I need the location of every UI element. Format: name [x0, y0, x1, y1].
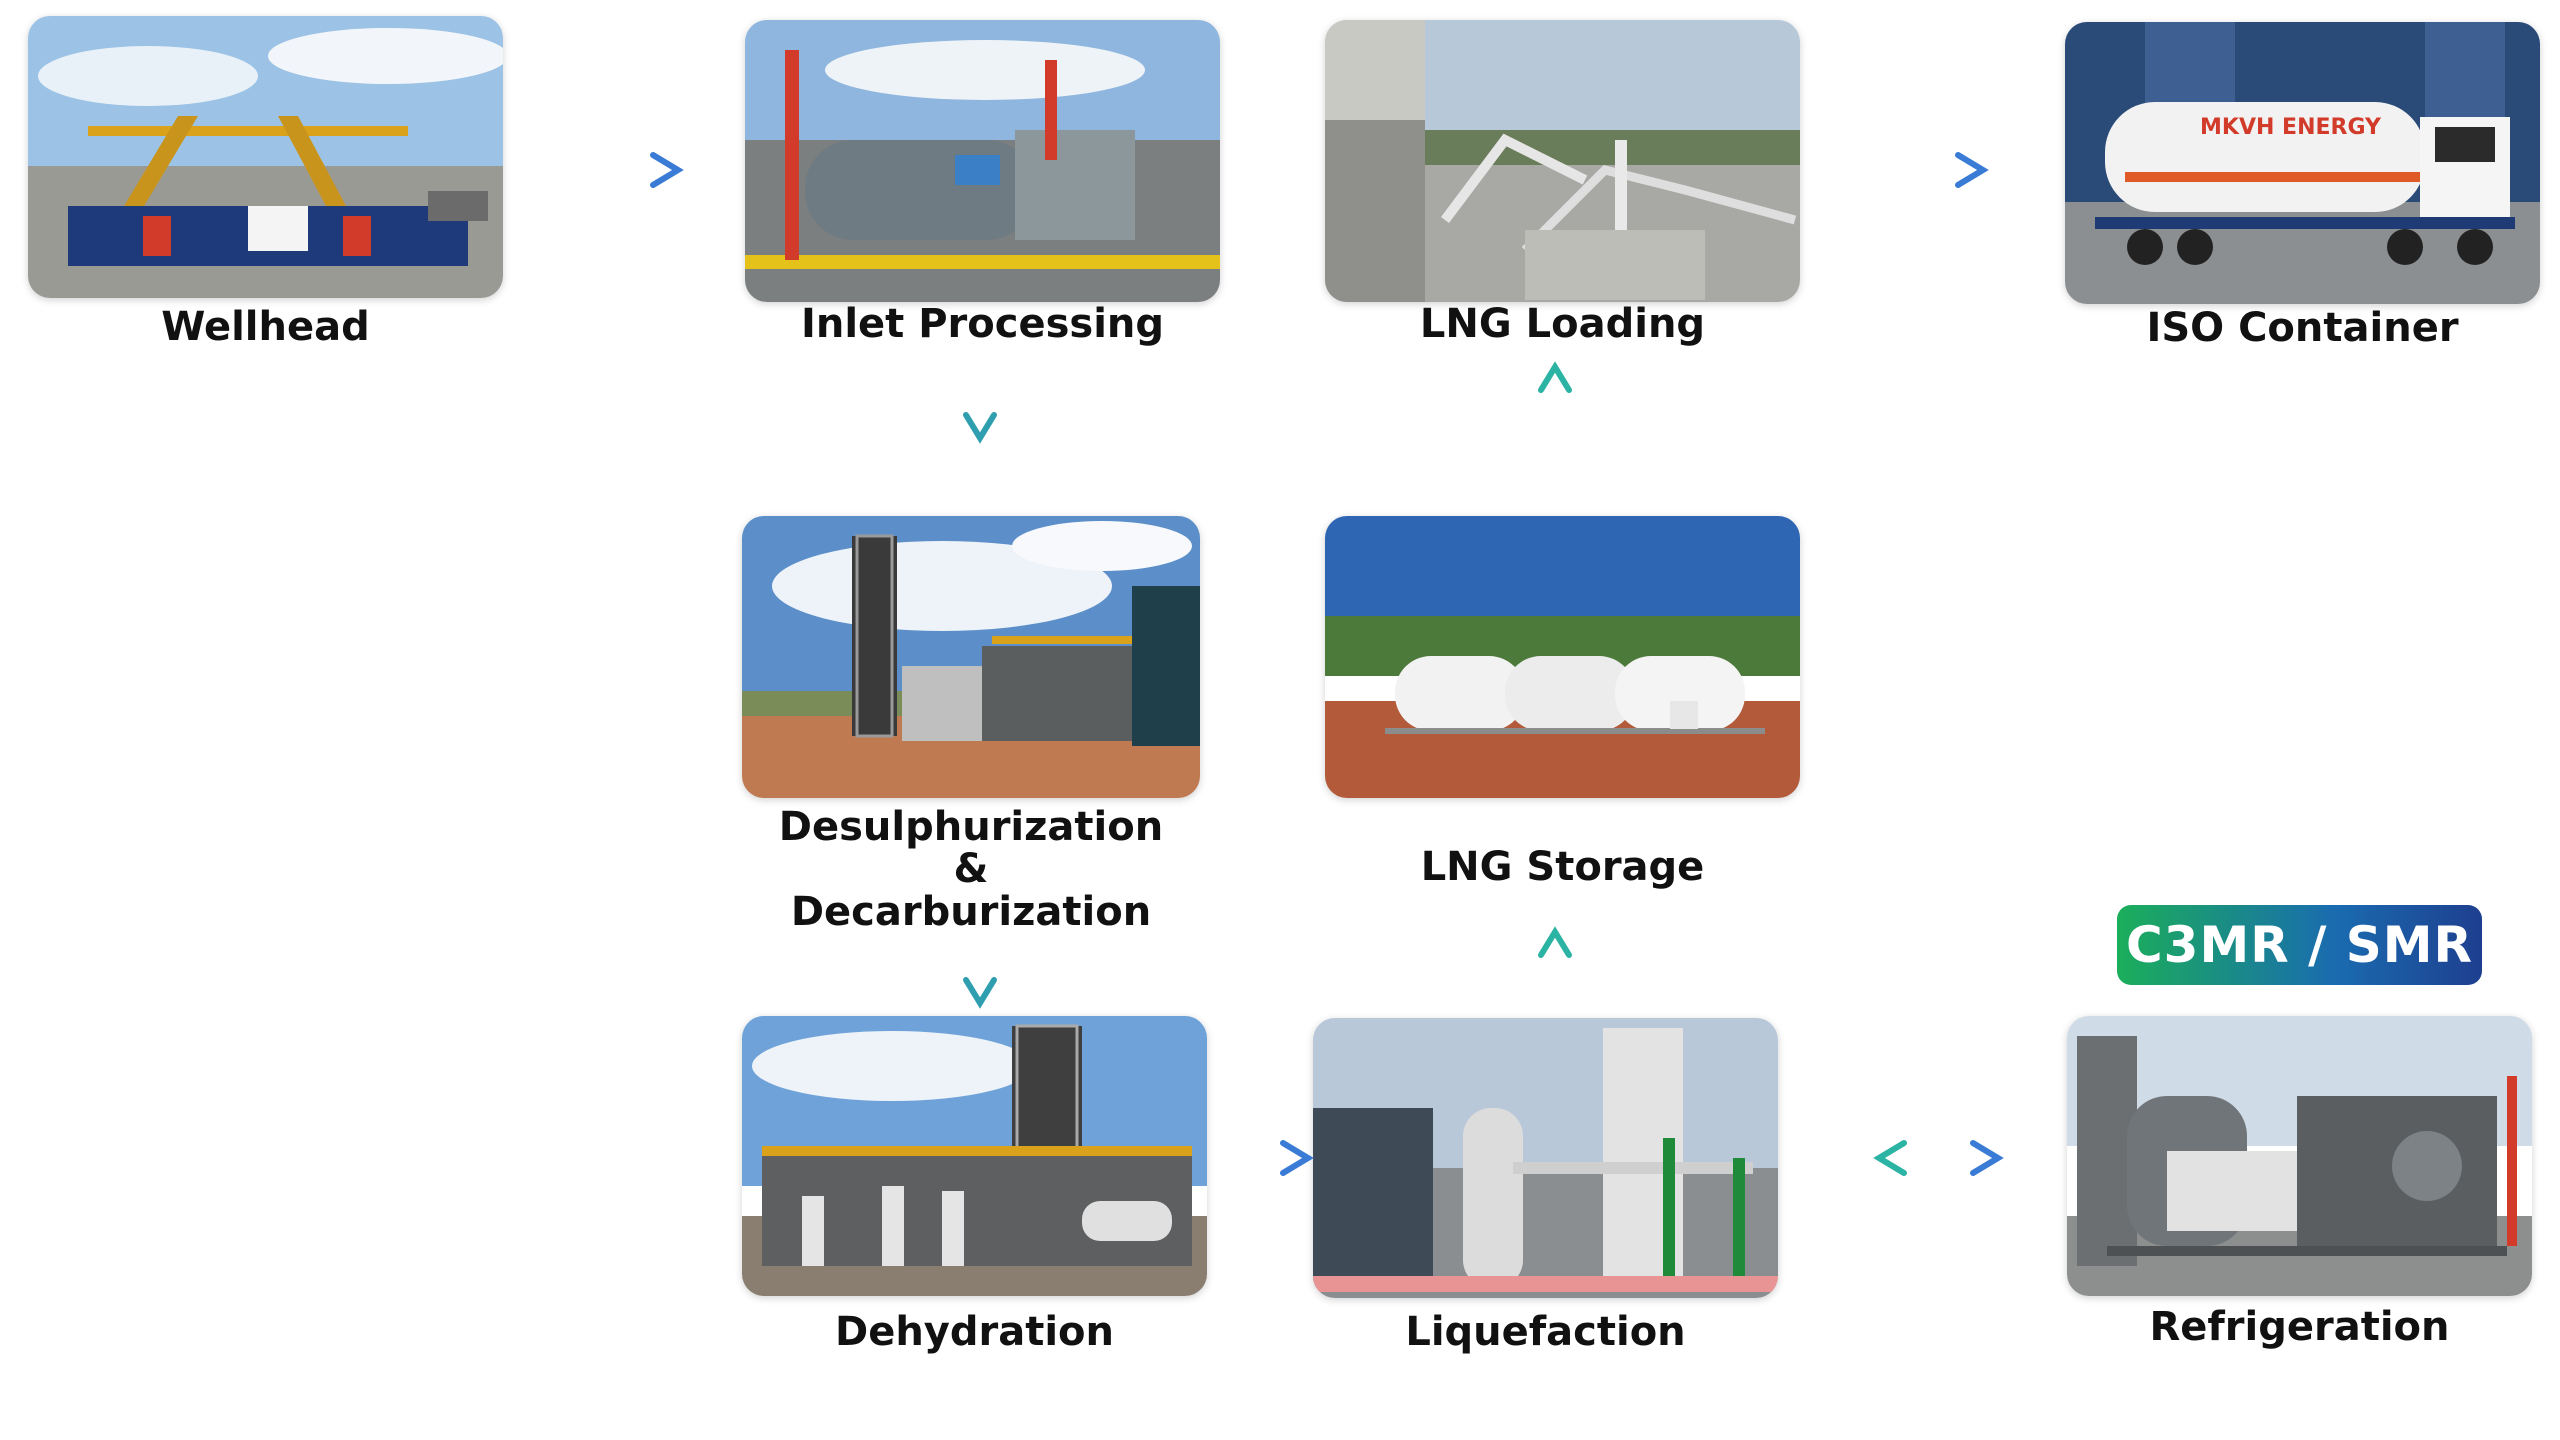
label-lng-loading: LNG Loading — [1419, 301, 1706, 347]
wellhead-photo — [28, 16, 503, 298]
label-lng-storage: LNG Storage — [1420, 844, 1705, 890]
arrow-liquefaction-refrigeration-bidirectional — [1873, 1140, 2004, 1176]
label-dehydration: Dehydration — [834, 1309, 1115, 1355]
arrow-liquefaction-to-storage — [1538, 926, 1572, 1000]
arrow-wellhead-to-inlet — [573, 152, 684, 188]
refrigeration-photo — [2067, 1016, 2532, 1296]
label-wellhead: Wellhead — [161, 304, 370, 350]
label-refrigeration: Refrigeration — [2149, 1304, 2450, 1350]
dehydration-photo — [742, 1016, 1207, 1296]
lng-storage-photo — [1325, 516, 1800, 798]
lng-loading-photo — [1325, 20, 1800, 302]
arrow-desulph-to-dehydration — [963, 942, 997, 1009]
iso-container-photo: MKVH ENERGY — [2065, 22, 2540, 304]
label-desulph-ampersand: & — [953, 846, 989, 892]
label-decarburization: Decarburization — [790, 889, 1152, 935]
label-desulphurization: Desulphurization — [778, 804, 1164, 850]
label-inlet-processing: Inlet Processing — [800, 301, 1165, 347]
refrigeration-type-badge: C3MR / SMR — [2117, 905, 2482, 985]
arrow-dehydration-to-liquefaction — [1213, 1140, 1314, 1176]
truck-branding-text: MKVH ENERGY — [2200, 115, 2382, 140]
desulphurization-photo — [742, 516, 1200, 798]
label-iso-container: ISO Container — [2146, 305, 2459, 351]
arrow-inlet-to-desulph — [963, 362, 997, 444]
inlet-processing-photo — [745, 20, 1220, 302]
arrow-loading-to-iso — [1875, 152, 1989, 188]
liquefaction-photo — [1313, 1018, 1778, 1298]
arrow-storage-to-loading — [1538, 361, 1572, 440]
label-liquefaction: Liquefaction — [1405, 1309, 1686, 1355]
